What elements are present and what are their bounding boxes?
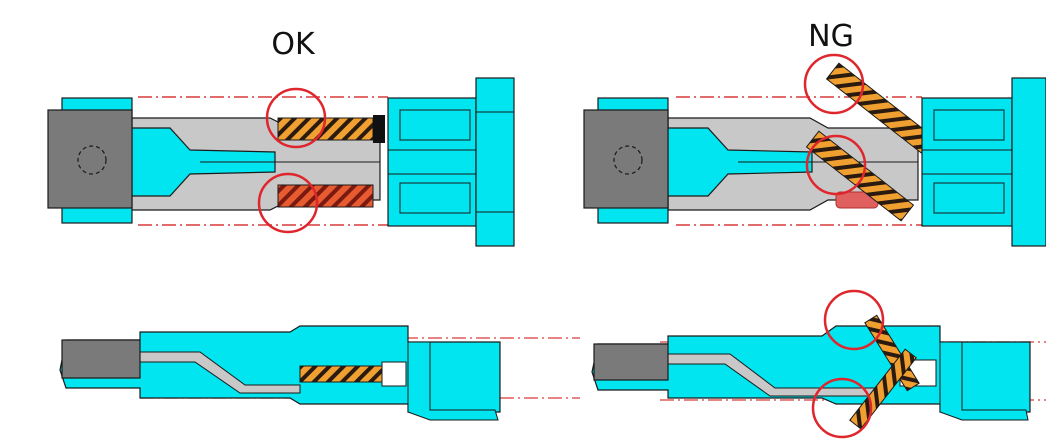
- left-housing: [583, 109, 669, 209]
- lower-tilted-spring: [849, 348, 917, 430]
- ng-upper-highlight-circle: [803, 53, 865, 115]
- ok-top-view: [47, 77, 515, 247]
- side-body: [59, 325, 501, 413]
- ok-side-view: [59, 325, 580, 421]
- ok-label: OK: [271, 27, 316, 62]
- right-connector: [387, 77, 515, 247]
- ng-middle-highlight-circle: [805, 134, 867, 196]
- side-spring: [299, 365, 383, 383]
- ng-side-upper-highlight-circle: [823, 289, 885, 351]
- pin-hole: [613, 145, 643, 175]
- pin-hole: [77, 145, 107, 175]
- center-tongue: [117, 127, 276, 197]
- side-body: [591, 325, 1031, 413]
- left-housing: [47, 109, 133, 209]
- ng-side-view: [591, 289, 1046, 439]
- center-tongue: [655, 127, 813, 197]
- ng-label: NG: [808, 19, 854, 54]
- right-connector: [921, 77, 1046, 247]
- side-housing: [61, 339, 141, 379]
- ok-lower-highlight-circle: [257, 172, 319, 234]
- side-housing: [593, 343, 669, 381]
- bent-terminal: [139, 351, 301, 394]
- ng-top-view: [583, 53, 1046, 247]
- lower-tilted-spring: [805, 130, 915, 222]
- lower-spring: [277, 184, 374, 208]
- ok-upper-highlight-circle: [265, 87, 327, 149]
- ng-side-lower-highlight-circle: [811, 377, 873, 439]
